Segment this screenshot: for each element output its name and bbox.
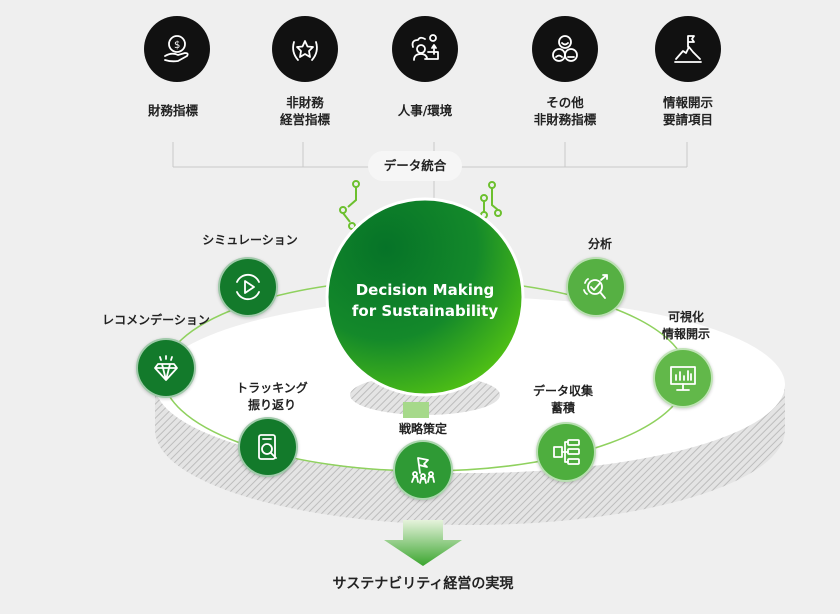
monitor-chart-icon [670,366,696,391]
data-flow-icon [553,439,580,465]
label-analysis: 分析 [587,237,612,251]
label-tracking: トラッキング 振り返り [236,381,308,412]
source-label-disclosure: 情報開示 要請項目 [662,95,713,127]
label-strategy: 戦略策定 [398,422,447,436]
down-arrow-icon [384,520,462,566]
source-label-financial: 財務指標 [147,103,198,118]
source-label-other: その他 非財務指標 [533,95,597,127]
result-label: サステナビリティ経営の実現 [332,576,514,592]
mountain-flag-icon [655,16,721,82]
faces-icon [532,16,598,82]
node-strategy [393,440,453,500]
label-data-collection: データ収集 蓄積 [532,384,593,415]
svg-text:$: $ [174,40,180,51]
center-title: Decision Making for Sustainability [327,280,523,322]
label-recommendation: レコメンデーション [102,313,210,327]
diamond-icon [154,355,178,381]
team-flag-icon [411,457,435,484]
center-title-line1: Decision Making [355,281,495,299]
center-circle [325,197,525,397]
source-label-hr-environment: 人事/環境 [397,103,453,118]
label-visualization: 可視化 情報開示 [661,310,710,341]
hand-dollar-icon: $ [144,16,210,82]
node-analysis [566,257,626,317]
data-integration-label: データ統合 [368,151,462,181]
center-title-line2: for Sustainability [351,302,499,320]
node-recommendation [136,338,196,398]
node-tracking [238,417,298,477]
target-analysis-icon [583,274,608,299]
node-data-collection [536,422,596,482]
node-visualization [653,348,713,408]
source-label-nonfinancial: 非財務 経営指標 [279,95,330,127]
label-simulation: シミュレーション [202,233,298,247]
node-simulation [218,257,278,317]
people-environment-icon [392,16,458,82]
laurel-star-icon [272,16,338,82]
report-search-icon [258,434,277,460]
play-icon [236,273,260,301]
